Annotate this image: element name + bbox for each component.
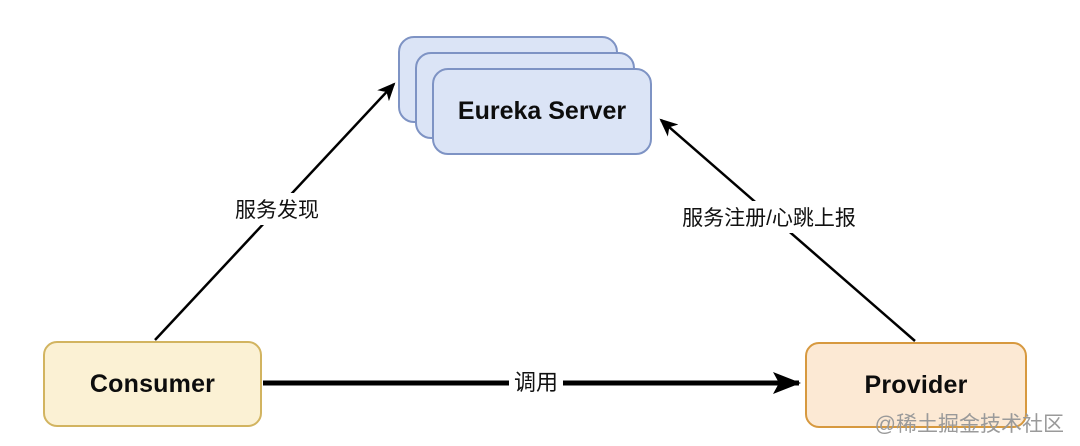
service-discovery-edge-label: 服务发现 [230, 193, 324, 225]
consumer-label: Consumer [89, 369, 216, 398]
register-heartbeat-edge-label: 服务注册/心跳上报 [677, 201, 861, 233]
watermark-text: @稀土掘金技术社区 [874, 413, 1064, 436]
provider-label: Provider [864, 370, 968, 399]
invoke-edge-label: 调用 [508, 364, 564, 398]
provider-node[interactable]: Provider [805, 342, 1027, 428]
eureka-server-label: Eureka Server [457, 97, 627, 125]
eureka-server-node[interactable]: Eureka Server [432, 68, 652, 155]
consumer-node[interactable]: Consumer [43, 341, 262, 427]
